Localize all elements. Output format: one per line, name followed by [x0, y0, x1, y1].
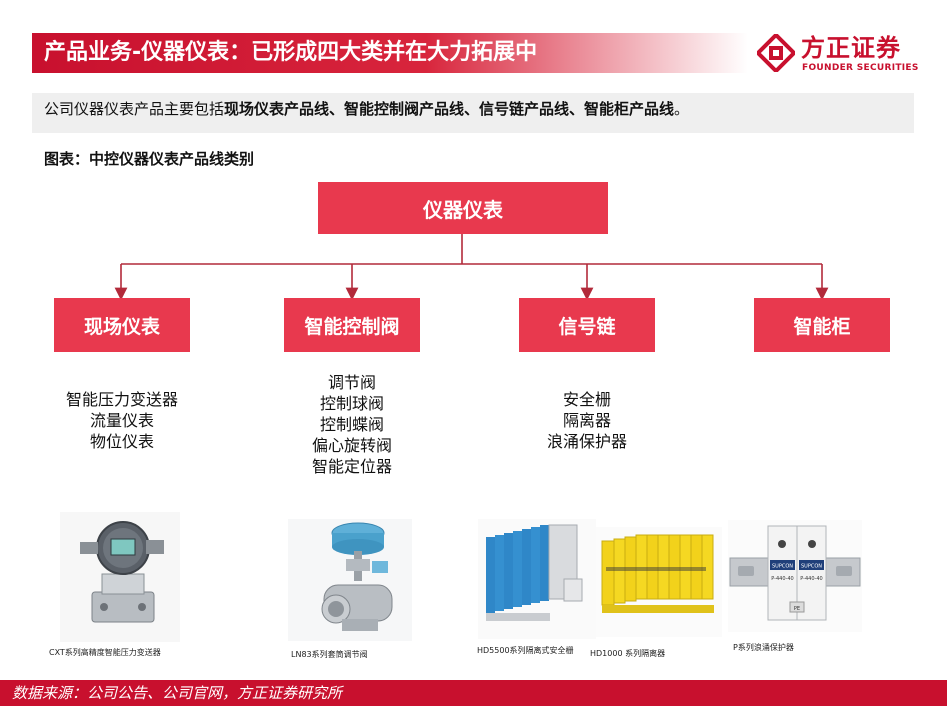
logo-text-cn: 方正证券 — [801, 34, 901, 62]
intro-bold: 现场仪表产品线、智能控制阀产品线、信号链产品线、智能柜产品线 — [224, 100, 675, 118]
items-field-instruments: 智能压力变送器 流量仪表 物位仪表 — [40, 389, 204, 452]
founder-logo-icon — [757, 34, 795, 72]
items-control-valves: 调节阀 控制球阀 控制蝶阀 偏心旋转阀 智能定位器 — [270, 372, 434, 477]
category-node-control-valves: 智能控制阀 — [284, 298, 420, 352]
surge-label-model-2: P-440-40 — [800, 576, 822, 582]
founder-securities-logo: 方正证券 FOUNDER SECURITIES — [757, 34, 919, 76]
surge-label-brand-1: SUPCON — [772, 564, 793, 570]
items-signal-chain: 安全栅 隔离器 浪涌保护器 — [505, 389, 669, 452]
list-item: 安全栅 — [562, 390, 611, 409]
data-source-note: 数据来源：公司公告、公司官网，方正证券研究所 — [12, 684, 343, 702]
caption-safety-barrier: HD5500系列隔离式安全栅 — [477, 646, 574, 655]
header-bar — [32, 33, 748, 73]
intro-box: 公司仪器仪表产品主要包括现场仪表产品线、智能控制阀产品线、信号链产品线、智能柜产… — [32, 93, 914, 133]
pressure-transmitter-image — [60, 512, 180, 642]
isolator-image — [596, 527, 722, 637]
figure-title: 图表：中控仪器仪表产品线类别 — [44, 150, 255, 168]
footer-bar — [0, 680, 947, 706]
caption-pressure-transmitter: CXT系列高精度智能压力变送器 — [49, 648, 161, 657]
list-item: 偏心旋转阀 — [311, 436, 392, 455]
list-item: 智能定位器 — [311, 457, 392, 476]
surge-label-brand-2: SUPCON — [801, 564, 822, 570]
logo-text-en: FOUNDER SECURITIES — [802, 63, 919, 73]
list-item: 流量仪表 — [89, 411, 154, 430]
list-item: 物位仪表 — [89, 432, 154, 451]
intro-text: 公司仪器仪表产品主要包括现场仪表产品线、智能控制阀产品线、信号链产品线、智能柜产… — [44, 93, 689, 125]
surge-protector-image: SUPCON SUPCON P-440-40 P-440-40 PE — [728, 520, 862, 632]
page-title: 产品业务-仪器仪表：已形成四大类并在大力拓展中 — [44, 40, 538, 65]
surge-label-model-1: P-440-40 — [771, 576, 793, 582]
list-item: 控制蝶阀 — [319, 415, 384, 434]
list-item: 浪涌保护器 — [546, 432, 627, 451]
category-node-signal-chain: 信号链 — [519, 298, 655, 352]
intro-suffix: 。 — [674, 100, 690, 118]
category-node-smart-cabinet: 智能柜 — [754, 298, 890, 352]
list-item: 智能压力变送器 — [65, 390, 178, 409]
caption-surge-protector: P系列浪涌保护器 — [733, 643, 794, 652]
control-valve-image — [288, 519, 412, 641]
caption-control-valve: LN83系列套筒调节阀 — [291, 650, 368, 659]
intro-prefix: 公司仪器仪表产品主要包括 — [44, 100, 225, 118]
root-node: 仪器仪表 — [318, 182, 608, 234]
caption-isolator: HD1000 系列隔离器 — [590, 649, 666, 658]
safety-barrier-image — [478, 519, 596, 639]
list-item: 控制球阀 — [319, 394, 384, 413]
list-item: 调节阀 — [327, 373, 376, 392]
list-item: 隔离器 — [562, 411, 611, 430]
surge-label-pe: PE — [794, 606, 800, 612]
category-node-field-instruments: 现场仪表 — [54, 298, 190, 352]
